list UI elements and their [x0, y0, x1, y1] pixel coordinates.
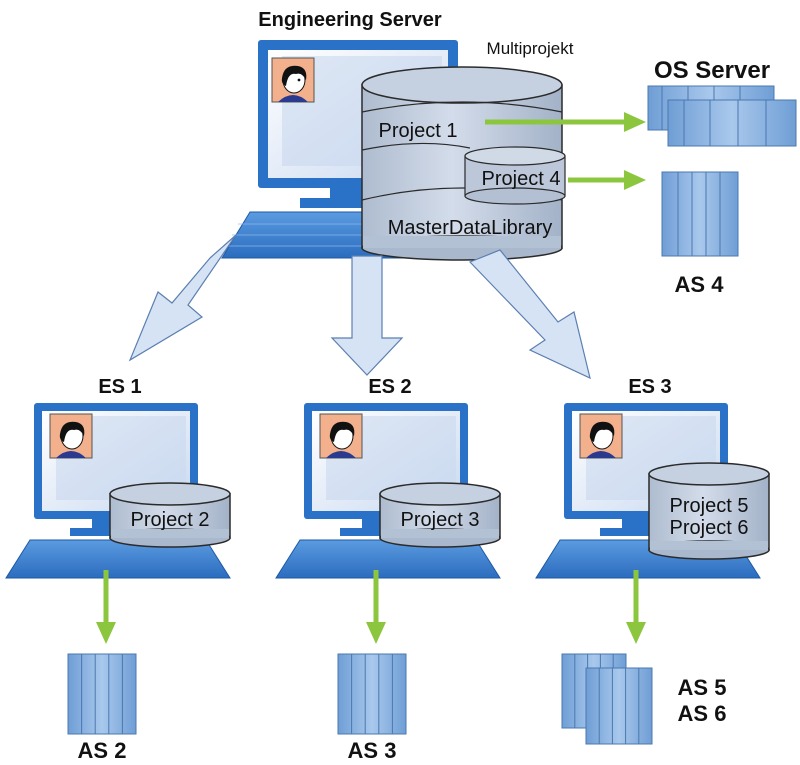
station-name: ES 1 — [98, 376, 141, 398]
master-data-library-label: MasterDataLibrary — [388, 217, 553, 239]
as-label: AS 2 — [78, 738, 127, 763]
server-project-label: Project 4 — [482, 168, 561, 190]
station-group: ES 1 Project 2 AS 2 ES 2 Project 3 AS 3 ES 3 Pr… — [5, 376, 770, 763]
engineering-server: Engineering Server Multiprojekt — [221, 9, 574, 261]
plc-rack-icon — [561, 653, 653, 745]
engineering-station: ES 2 Project 3 AS 3 — [275, 376, 501, 763]
engineering-station: ES 1 Project 2 AS 2 — [5, 376, 231, 763]
plc-rack-icon — [661, 171, 739, 257]
database-cylinder-icon — [361, 66, 566, 261]
plc-rack-icon — [337, 653, 407, 735]
green-arrow — [485, 112, 646, 132]
database-cylinder-icon — [379, 482, 501, 548]
project-label: Project 2 — [131, 509, 210, 531]
database-cylinder-icon — [648, 462, 770, 560]
plc-rack-icon — [67, 653, 137, 735]
database-cylinder-icon — [109, 482, 231, 548]
server-project-label: Project 1 — [379, 120, 458, 142]
server-rack-icon — [647, 85, 797, 147]
green-arrow — [366, 570, 386, 644]
project-label: Project 5 — [670, 495, 749, 517]
station-name: ES 3 — [628, 376, 671, 398]
user-avatar-icon — [579, 413, 623, 459]
user-avatar-icon — [49, 413, 93, 459]
green-arrow — [568, 170, 646, 190]
distribution-arrow — [128, 234, 237, 362]
user-avatar-icon — [319, 413, 363, 459]
station-name: ES 2 — [368, 376, 411, 398]
project-label: Project 6 — [670, 517, 749, 539]
multiproject-label: Multiprojekt — [487, 39, 574, 58]
os-server-label: OS Server — [654, 57, 770, 84]
distribution-arrow — [468, 249, 591, 380]
green-arrow — [96, 570, 116, 644]
as-label: AS 3 — [348, 738, 397, 763]
as-label: AS 5 — [678, 675, 727, 700]
as-label: AS 4 — [675, 272, 725, 297]
as-label: AS 6 — [678, 701, 727, 726]
green-arrow — [626, 570, 646, 644]
user-avatar-icon — [271, 57, 315, 103]
project-label: Project 3 — [401, 509, 480, 531]
engineering-server-title: Engineering Server — [258, 9, 442, 31]
distribution-arrow — [330, 255, 404, 376]
